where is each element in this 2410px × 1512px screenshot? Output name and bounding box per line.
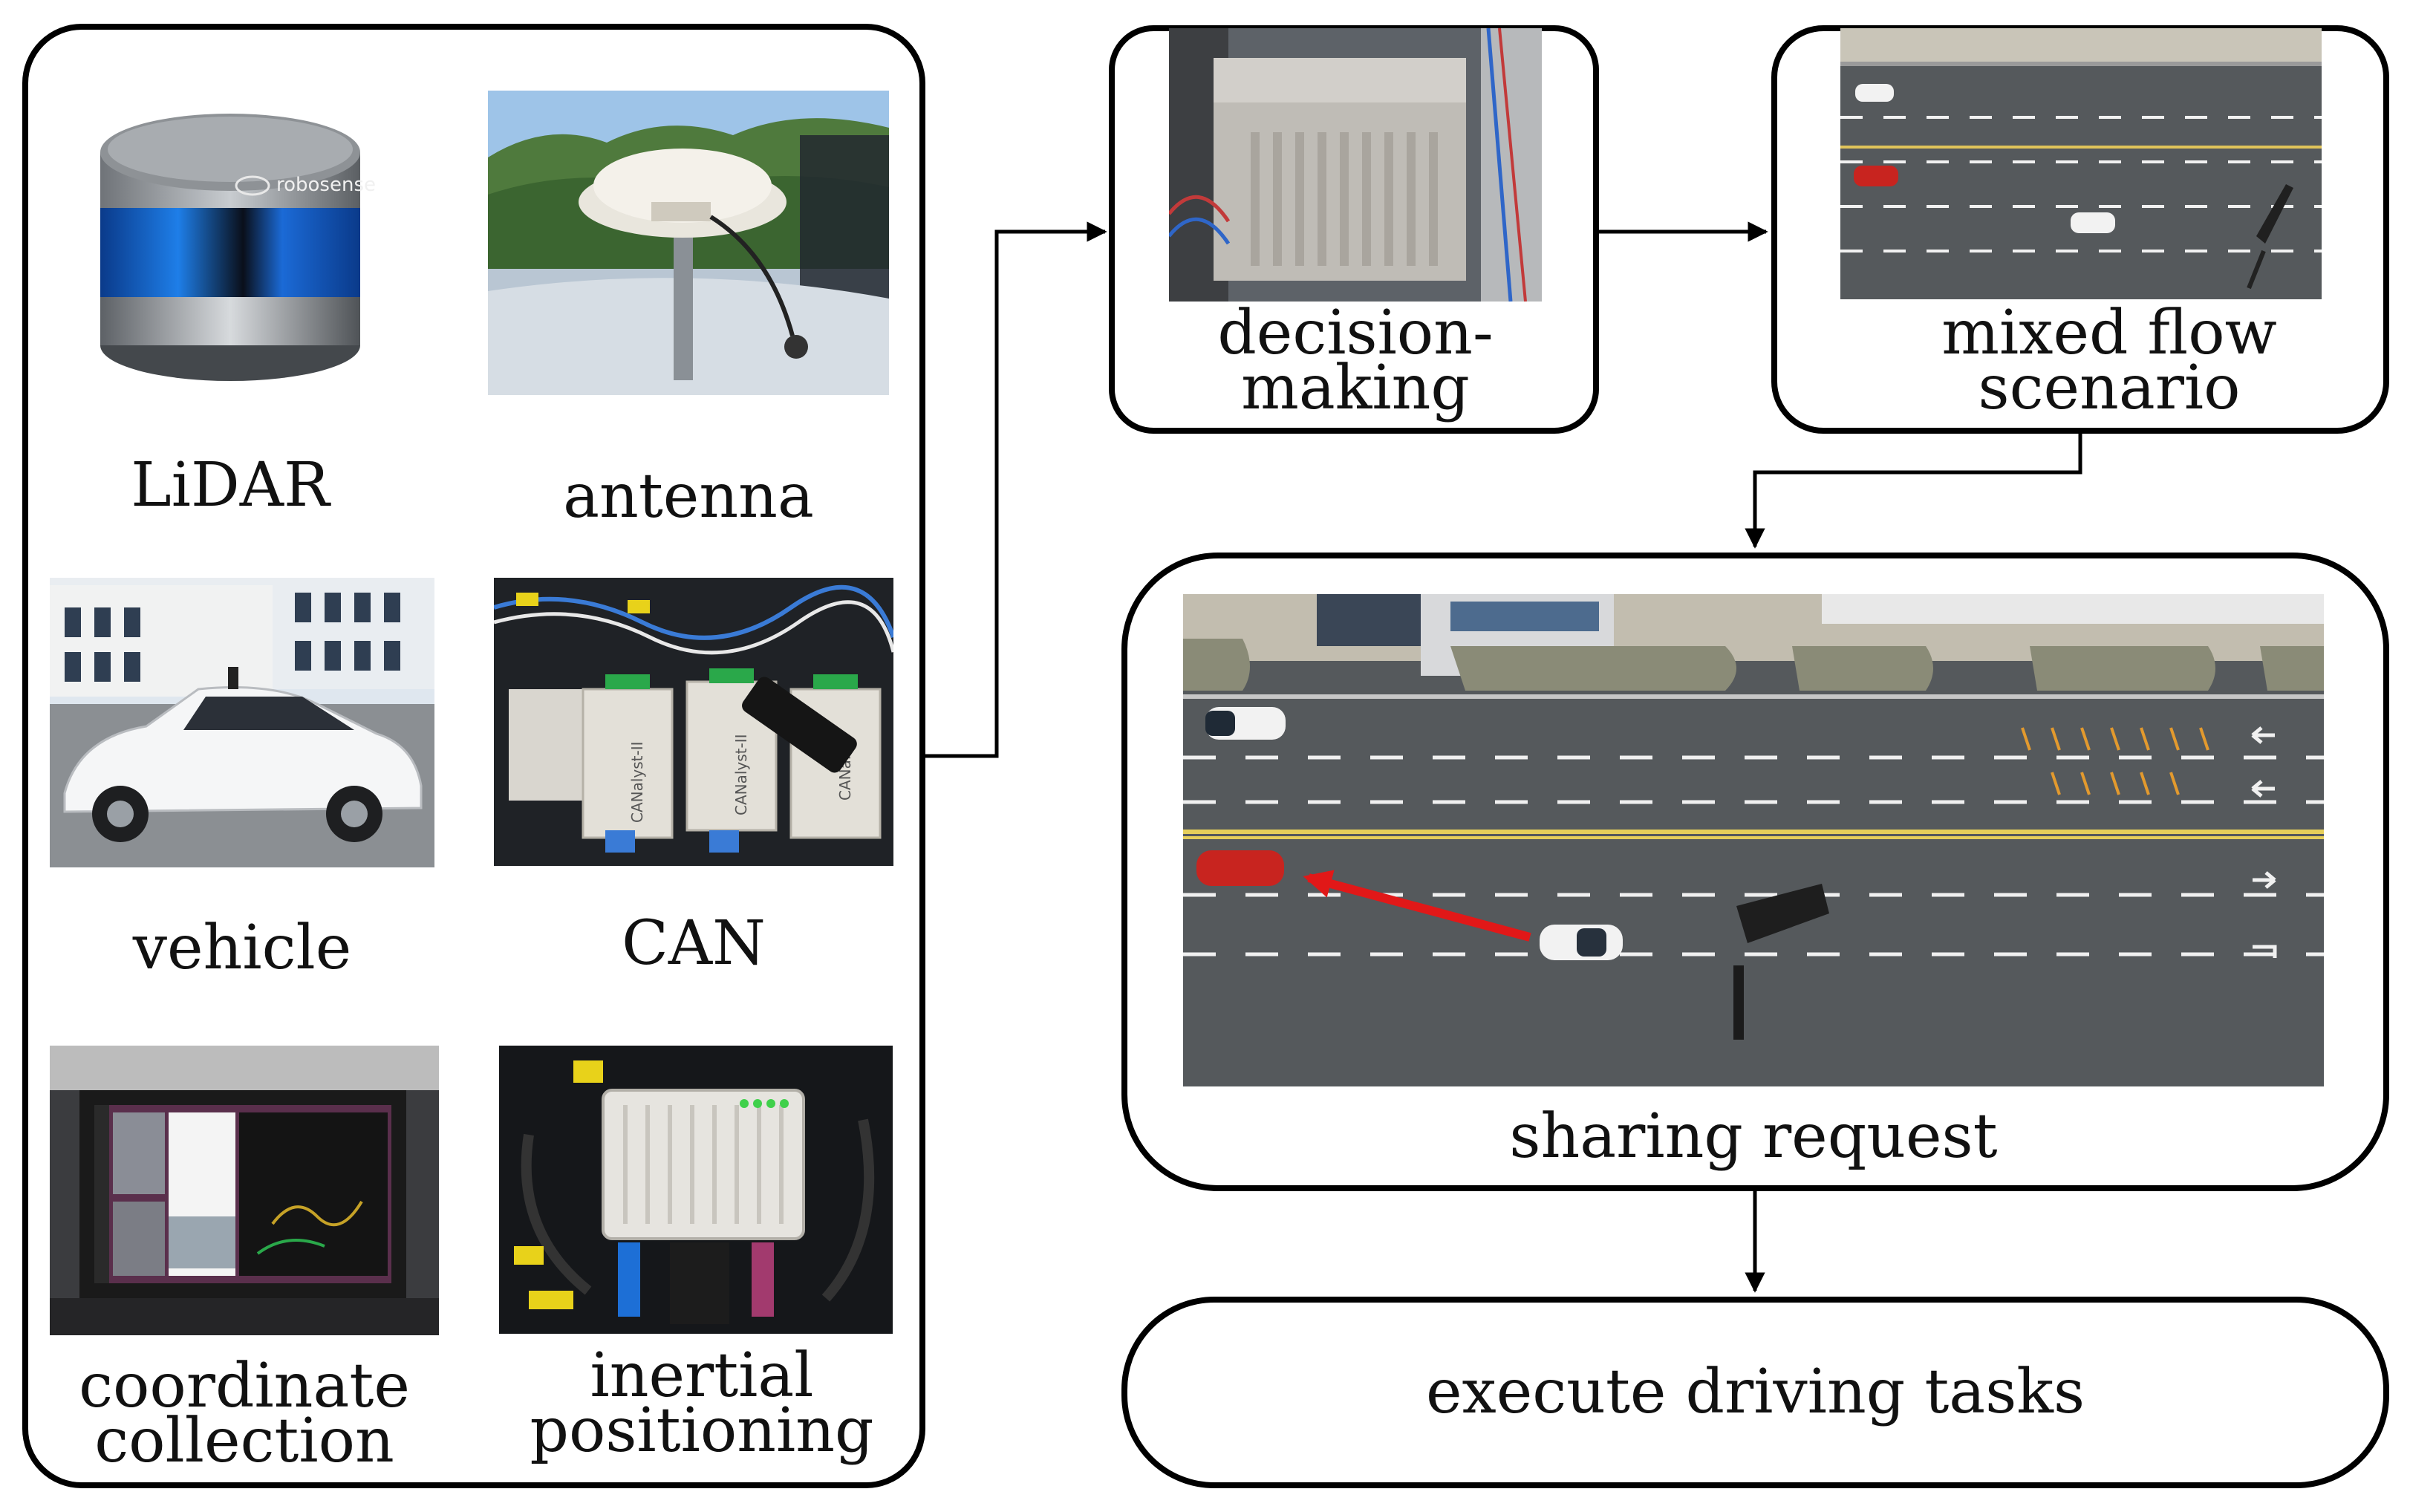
can-device-2-text: CANalyst-II (732, 734, 750, 815)
arrow-mixed-to-sharing (1745, 434, 2082, 549)
vehicle-label: vehicle (132, 913, 352, 983)
lidar-brand: robosense (276, 174, 376, 196)
mixed-flow-image (1840, 28, 2322, 299)
antenna-label: antenna (563, 461, 814, 532)
coordinate-label-line1: coordinate (79, 1351, 410, 1421)
sharing-label: sharing request (1509, 1101, 1998, 1172)
vehicle-image (50, 578, 434, 867)
inertial-image (499, 1046, 893, 1334)
decision-label: decision- making (1169, 298, 1542, 423)
inertial-label-line1: inertial (590, 1340, 814, 1411)
coordinate-label-line2: collection (94, 1406, 394, 1476)
inertial-label: inertial positioning (512, 1340, 891, 1466)
sharing-image (1183, 594, 2324, 1086)
can-image: CANalyst-II CANalyst-II CANal (494, 578, 893, 866)
mixed-flow-label: mixed flow scenario (1857, 298, 2362, 423)
decision-label-line1: decision- (1217, 298, 1494, 368)
decision-image (1169, 28, 1542, 302)
lidar-label: LiDAR (131, 450, 330, 521)
coordinate-label: coordinate collection (50, 1351, 439, 1476)
red-request-arrow (1303, 870, 1531, 942)
mixed-flow-label-line2: scenario (1978, 353, 2241, 423)
lidar-image: robosense (82, 78, 379, 390)
coordinate-image (50, 1046, 439, 1335)
can-device-1-text: CANalyst-II (628, 741, 646, 823)
inertial-label-line2: positioning (530, 1395, 874, 1466)
decision-label-line2: making (1241, 353, 1470, 423)
antenna-image (488, 91, 889, 395)
mixed-flow-label-line1: mixed flow (1941, 298, 2277, 368)
execute-label: execute driving tasks (1425, 1357, 2085, 1427)
arrow-sensors-to-decision (925, 221, 1107, 758)
can-label: CAN (622, 908, 766, 979)
execute-box (1121, 1297, 2389, 1488)
